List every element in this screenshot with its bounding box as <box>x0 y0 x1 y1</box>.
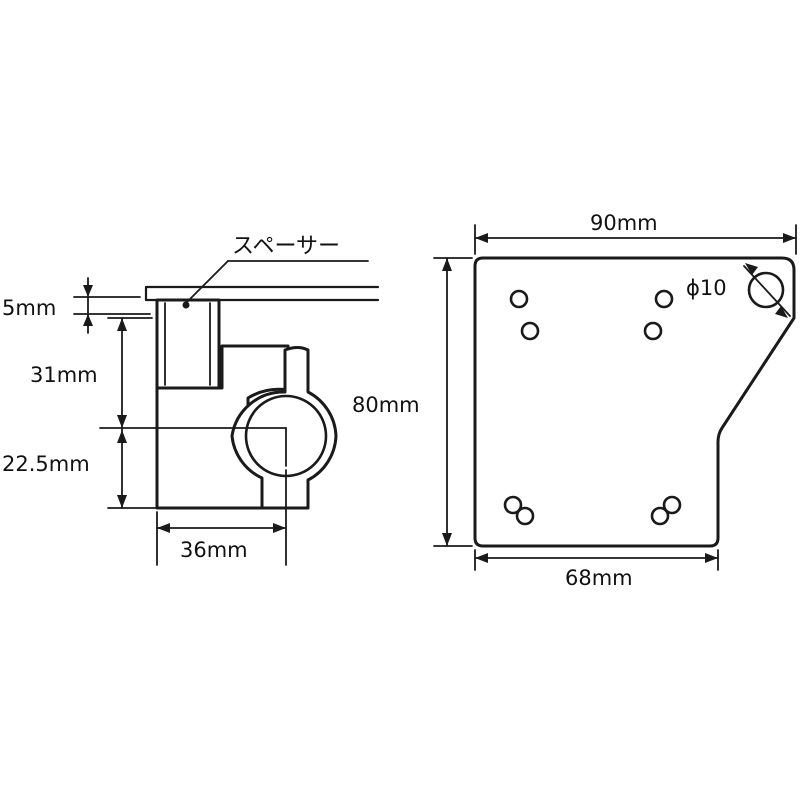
dim-31mm-label: 31mm <box>30 363 98 387</box>
hole-diameter-leader <box>743 263 791 318</box>
dim-5mm <box>73 277 151 334</box>
dim-80mm <box>433 257 473 547</box>
side-view: スペーサー 5mm 31mm 22.5mm <box>2 234 380 566</box>
dim-31mm <box>107 317 153 429</box>
spacer-leader <box>182 260 369 309</box>
dim-68mm <box>474 549 719 571</box>
dim-90mm <box>474 224 797 255</box>
plate-view: ϕ10 90mm 80mm 68mm <box>352 211 797 590</box>
dim-68mm-label: 68mm <box>565 566 633 590</box>
dim-80mm-label: 80mm <box>352 393 420 417</box>
mounting-rail <box>144 285 380 302</box>
dim-5mm-label: 5mm <box>2 296 56 320</box>
hole-diameter-label: ϕ10 <box>686 276 727 300</box>
dim-90mm-label: 90mm <box>590 211 658 235</box>
spacer <box>155 298 221 390</box>
hole <box>654 289 674 309</box>
dim-36mm-label: 36mm <box>180 538 248 562</box>
spacer-label: スペーサー <box>232 234 340 259</box>
dim-36mm <box>156 469 287 566</box>
hole <box>650 506 670 526</box>
hole <box>509 289 529 309</box>
hole <box>662 495 682 515</box>
hole <box>520 321 540 341</box>
mounting-plate <box>473 256 796 548</box>
hole <box>643 321 663 341</box>
hole <box>503 495 523 515</box>
dim-22-5mm <box>107 427 246 509</box>
hole <box>515 506 535 526</box>
dim-22-5mm-label: 22.5mm <box>2 452 90 476</box>
